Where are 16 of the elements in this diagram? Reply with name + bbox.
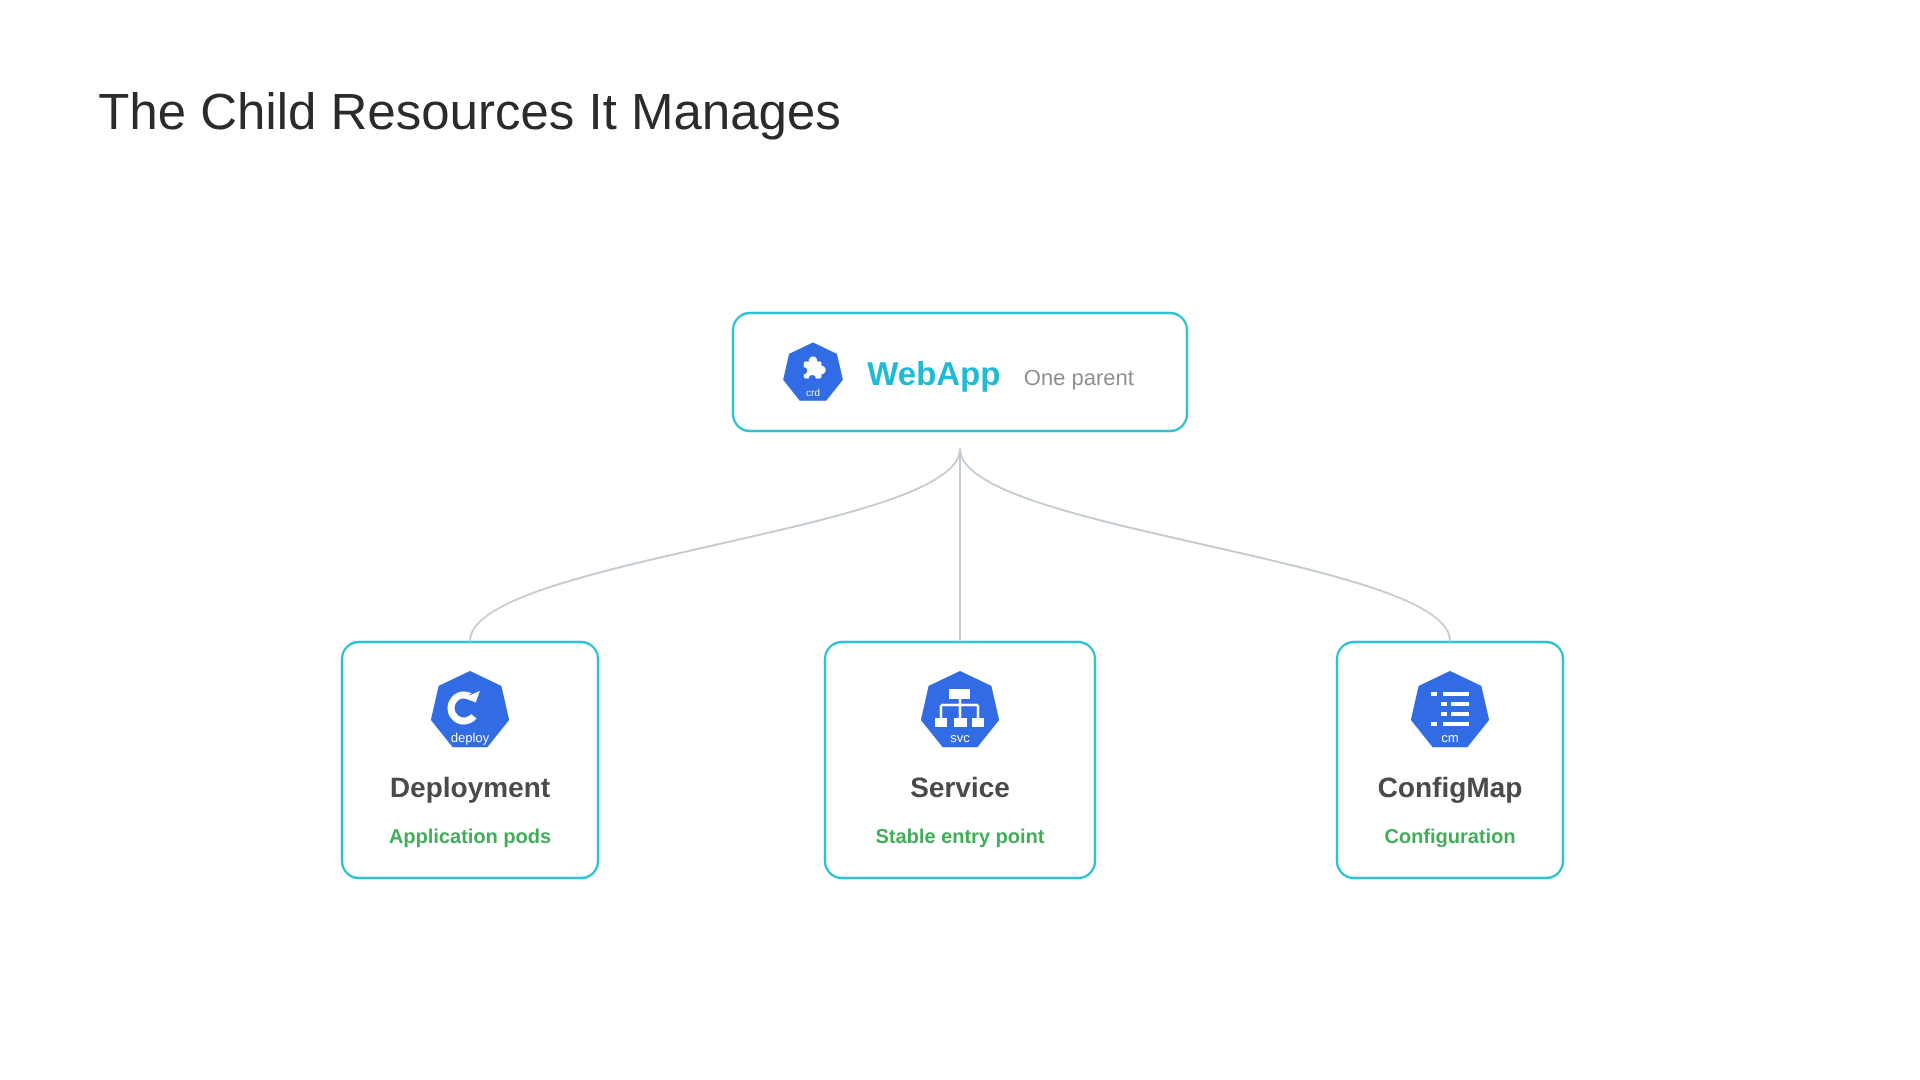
card-note: One parent xyxy=(1024,369,1134,390)
resource-card xyxy=(340,640,600,880)
card-subtitle: Application pods xyxy=(389,828,551,848)
slide-title: The Child Resources It Manages xyxy=(99,92,839,140)
resource-card xyxy=(731,311,1189,433)
card-title: ConfigMap xyxy=(1378,776,1522,803)
resource-card xyxy=(1335,640,1565,880)
heptagon-badge: cm xyxy=(1409,669,1491,749)
card-title: Service xyxy=(911,776,1009,798)
connector-line xyxy=(959,448,1451,642)
resource-card xyxy=(823,640,1097,880)
card-title: Deployment xyxy=(391,776,550,803)
card-title: WebApp xyxy=(867,361,1000,392)
card-subtitle: Stable entry point xyxy=(876,828,1045,848)
heptagon-badge: deploy xyxy=(429,669,511,749)
card-subtitle: Configuration xyxy=(1385,828,1515,848)
